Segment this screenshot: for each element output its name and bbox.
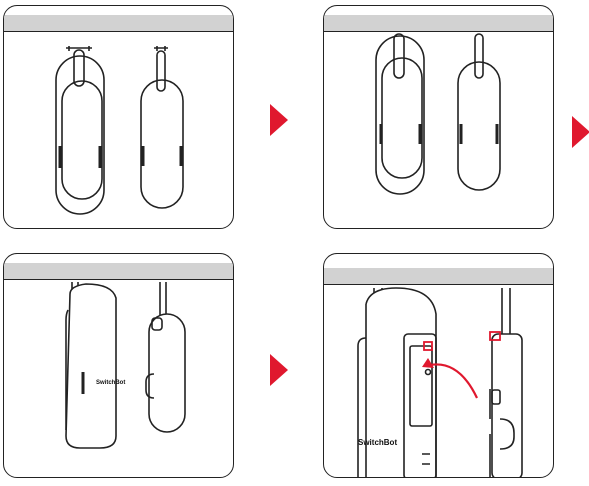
step-4-illustration: SwitchBot (324, 254, 554, 478)
brand-label: SwitchBot (358, 438, 397, 447)
step-2-illustration (324, 6, 554, 229)
next-step-arrow-2 (572, 116, 589, 148)
attach-direction-arrow (430, 364, 477, 398)
next-step-arrow-1 (270, 104, 288, 136)
step-2-panel (323, 5, 554, 229)
step-1-panel (3, 5, 234, 229)
step-3-illustration: SwitchBot (4, 254, 234, 478)
step-1-illustration (4, 6, 234, 229)
brand-label: SwitchBot (96, 380, 125, 386)
next-step-arrow-3 (270, 354, 288, 386)
step-3-panel: SwitchBot (3, 253, 234, 478)
step-4-panel: SwitchBot (323, 253, 554, 478)
